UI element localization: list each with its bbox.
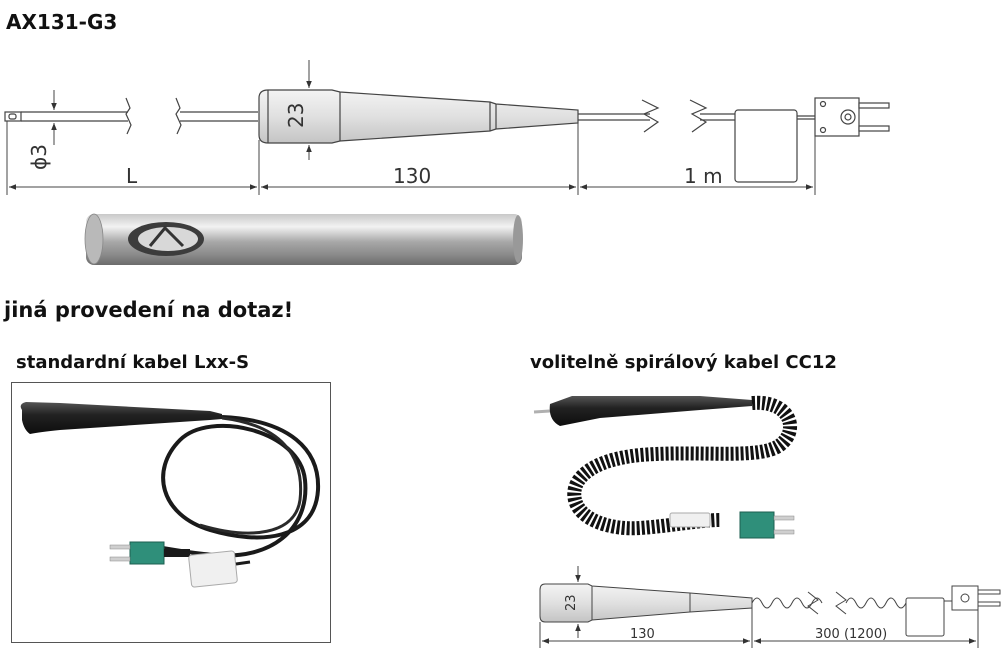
standard-cable-caption: standardní kabel Lxx-S [16,352,250,373]
length-cable-label: 1 m [684,164,723,188]
spiral-green-connector [669,511,795,539]
spiral-length-cable-label: 300 (1200) [815,627,887,642]
probe-tip [4,111,22,122]
length-handle-label: 130 [393,164,431,188]
standard-cable-photo [20,402,321,588]
probe-shaft [21,97,258,135]
probe-drawing-top [4,89,890,183]
product-title: AX131-G3 [6,10,118,34]
diameter-label: ϕ3 [27,144,51,170]
spiral-cable-photo [533,395,797,539]
availability-note: jiná provedení na dotaz! [4,298,294,322]
spiral-drawing [539,566,1001,648]
cable-label-tag [734,109,798,183]
length-l-label: L [126,164,138,188]
spiral-cable-caption: volitelně spirálový kabel CC12 [530,352,837,373]
spiral-length-handle-label: 130 [630,627,655,642]
spiral-handle-diameter-label: 23 [564,594,579,611]
probe-tip-photo [84,213,523,265]
spiral-drawing-connector [951,585,1001,611]
green-connector [109,541,190,565]
dimensions-top [6,60,816,195]
handle-diameter-label: 23 [284,103,308,128]
thermocouple-connector [814,97,890,137]
